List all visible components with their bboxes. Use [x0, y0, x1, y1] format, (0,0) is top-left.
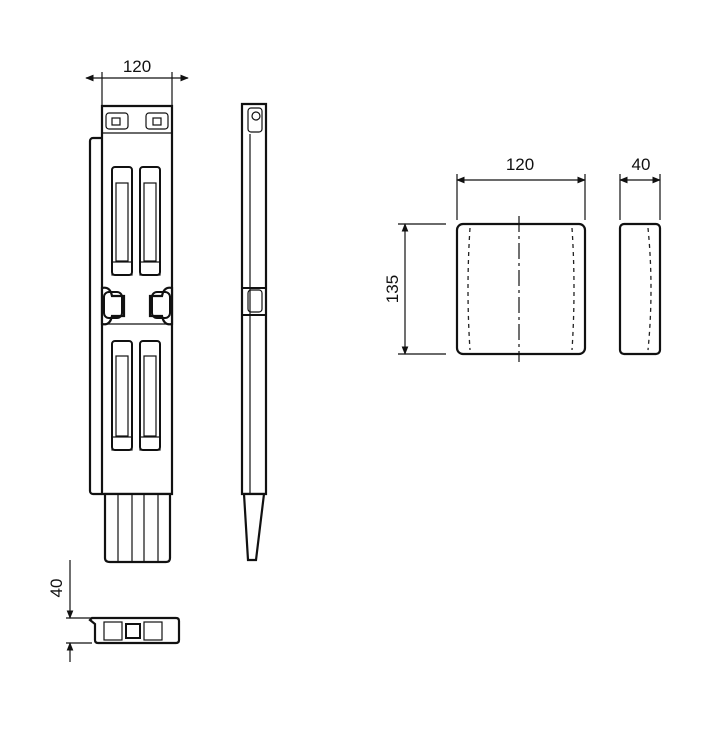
block-side-view [618, 222, 662, 356]
block-height-label: 135 [383, 275, 402, 303]
bracket-front-view [88, 104, 174, 564]
block-depth-label: 40 [632, 155, 651, 174]
bracket-side-view [240, 102, 268, 562]
dimension-section-height: 40 [47, 560, 92, 662]
dimension-block-width: 120 [456, 155, 586, 220]
front-width-label: 120 [123, 57, 151, 76]
bracket-section-view [88, 616, 181, 645]
section-height-label: 40 [47, 579, 66, 598]
dimension-front-width: 120 [85, 57, 189, 106]
dimension-block-height: 135 [383, 223, 446, 355]
block-width-label: 120 [506, 155, 534, 174]
dimension-block-depth: 40 [619, 155, 661, 220]
block-front-view [455, 216, 587, 362]
